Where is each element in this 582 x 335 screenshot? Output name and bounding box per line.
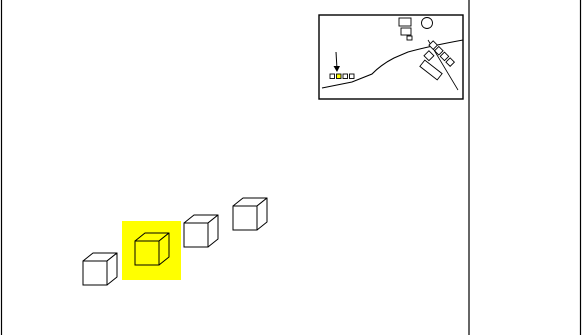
minimap-building	[398, 17, 412, 27]
cube-row	[82, 197, 268, 286]
cube-front-face	[183, 222, 209, 248]
minimap-square-highlighted	[336, 73, 342, 79]
minimap-building	[423, 50, 435, 62]
minimap-square	[329, 73, 335, 79]
minimap-building	[433, 45, 444, 56]
minimap-square	[342, 73, 348, 79]
cube-1	[82, 252, 118, 286]
minimap-roundabout	[421, 17, 433, 29]
cube-3	[183, 214, 219, 248]
minimap-square	[349, 73, 355, 79]
cube-4	[232, 197, 268, 231]
minimap-building	[445, 57, 456, 67]
arrow-down-icon	[333, 51, 340, 72]
minimap-frame	[318, 14, 464, 100]
minimap-building	[419, 59, 443, 81]
cube-front-face	[82, 260, 108, 286]
cube-2	[134, 232, 170, 266]
minimap	[318, 14, 464, 100]
minimap-building	[406, 35, 413, 41]
cube-front-face	[232, 205, 258, 231]
minimap-building	[439, 51, 450, 62]
cube-front-face	[134, 240, 160, 266]
minimap-cube-row	[329, 73, 355, 79]
minimap-building	[400, 27, 412, 36]
minimap-road	[321, 39, 464, 89]
minimap-building	[428, 40, 439, 50]
